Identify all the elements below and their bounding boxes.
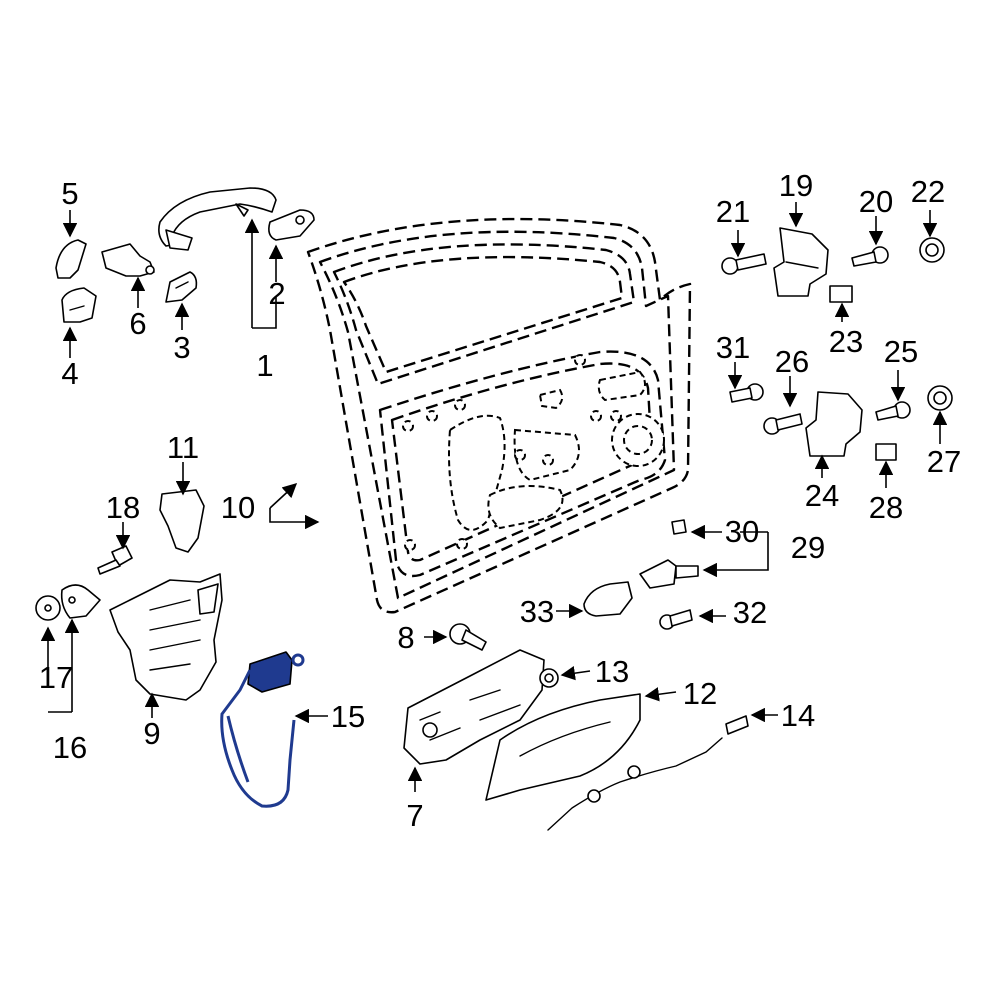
bolt-8 <box>449 623 487 651</box>
callout-28: 28 <box>869 490 903 525</box>
handle-bezel <box>268 209 315 241</box>
callout-10: 10 <box>221 490 255 525</box>
callout-25: 25 <box>884 334 918 369</box>
callout-20: 20 <box>859 184 893 219</box>
end-cap-lower <box>61 287 97 323</box>
exterior-handle <box>158 187 277 251</box>
callout-5: 5 <box>61 176 78 211</box>
callout-8: 8 <box>397 620 414 655</box>
bushing-22 <box>919 237 945 263</box>
callout-7: 7 <box>406 798 423 833</box>
upper-hinge <box>773 227 829 297</box>
check-strap <box>639 559 699 589</box>
callout-1: 1 <box>256 348 273 383</box>
trim-panel <box>485 693 641 801</box>
bolt-21 <box>721 253 767 275</box>
bolt-25 <box>875 401 911 421</box>
lower-hinge <box>805 391 863 457</box>
lock-actuator <box>109 573 223 701</box>
callout-2: 2 <box>268 276 285 311</box>
callout-3: 3 <box>173 330 190 365</box>
screw-18 <box>97 545 133 575</box>
bushing-23 <box>829 285 853 303</box>
pull-cup <box>583 581 633 617</box>
callout-12: 12 <box>683 676 717 711</box>
callout-9: 9 <box>143 716 160 751</box>
callout-4: 4 <box>61 356 78 391</box>
bushing-27 <box>927 385 953 411</box>
callout-18: 18 <box>106 490 140 525</box>
callout-24: 24 <box>805 478 839 513</box>
callout-15: 15 <box>331 699 365 734</box>
end-cap-upper <box>55 239 87 279</box>
callout-27: 27 <box>927 444 961 479</box>
callout-14: 14 <box>781 698 815 733</box>
bolt-20 <box>851 246 889 267</box>
plate-17 <box>35 595 61 621</box>
bushing-28 <box>875 443 897 461</box>
plate-16 <box>60 584 101 619</box>
pad-30 <box>671 519 687 535</box>
bolt-26 <box>763 413 803 435</box>
callout-31: 31 <box>716 330 750 365</box>
callout-16: 16 <box>53 730 87 765</box>
lock-cylinder <box>101 243 155 277</box>
callout-13: 13 <box>595 654 629 689</box>
release-cable <box>547 715 749 831</box>
callout-17: 17 <box>39 660 73 695</box>
callout-32: 32 <box>733 595 767 630</box>
bolt-32 <box>659 609 693 630</box>
callout-11: 11 <box>167 430 199 465</box>
callout-23: 23 <box>829 324 863 359</box>
cable-assembly <box>220 651 305 808</box>
leader-lines <box>40 202 948 792</box>
callout-33: 33 <box>520 594 554 629</box>
callout-19: 19 <box>779 168 813 203</box>
callout-21: 21 <box>716 194 750 229</box>
bolt-31 <box>729 383 764 403</box>
washer-13 <box>539 668 559 688</box>
callout-6: 6 <box>129 306 146 341</box>
callout-30: 30 <box>725 514 759 549</box>
inner-handle-carrier <box>403 649 545 765</box>
actuator-bracket <box>159 489 205 553</box>
callout-labels: 1 2 3 4 5 6 7 8 9 10 11 12 13 14 15 16 1… <box>39 168 961 833</box>
callout-22: 22 <box>911 174 945 209</box>
callout-26: 26 <box>775 344 809 379</box>
callout-29: 29 <box>791 530 825 565</box>
handle-gasket <box>165 271 198 303</box>
door-shell <box>306 217 692 614</box>
